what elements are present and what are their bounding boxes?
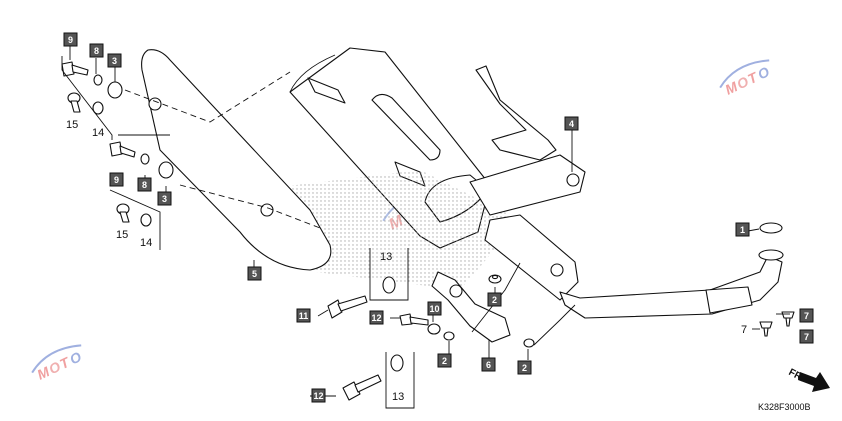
callout-number-10: 10 — [427, 301, 442, 316]
callout-label: 7 — [804, 332, 809, 342]
bolt-number-12-upper — [399, 313, 429, 326]
bolt-number-9-lower — [109, 141, 136, 158]
callout-number-3: 3 — [107, 53, 122, 68]
callout-number-4: 4 — [564, 116, 579, 131]
callout-label: 12 — [371, 313, 381, 323]
callout-number-8: 8 — [137, 177, 152, 192]
callout-number-2: 2 — [437, 353, 452, 368]
bolt-number-15-upper — [67, 92, 81, 113]
callout-label: 9 — [68, 35, 73, 45]
grommet-number-3-lower — [158, 161, 174, 179]
watermark-logo-top-right: M O T O — [719, 59, 772, 98]
exhaust-pipe — [484, 214, 784, 319]
collar-number-8-lower — [140, 153, 150, 165]
callout-label: 6 — [486, 360, 491, 370]
bolt-number-9-upper — [61, 61, 89, 77]
part-number-label-14: 14 — [140, 237, 152, 249]
callout-label: 2 — [492, 295, 497, 305]
collar-number-2-lower — [523, 338, 535, 348]
callout-label: 12 — [313, 391, 323, 401]
callout-number-2: 2 — [517, 360, 532, 375]
callout-number-9: 9 — [109, 172, 124, 187]
callout-label: 2 — [522, 363, 527, 373]
callout-label: 5 — [252, 269, 257, 279]
nut-number-10 — [427, 323, 441, 335]
callout-label: 8 — [142, 180, 147, 190]
callout-label: 3 — [112, 56, 117, 66]
clip-lower — [759, 321, 773, 337]
part-number-label-14: 14 — [92, 127, 104, 139]
part-number-label-13: 13 — [392, 391, 404, 403]
dashed-guide-lower — [179, 184, 321, 229]
collar-number-2-middle — [443, 331, 455, 341]
callout-label: 9 — [114, 175, 119, 185]
clip-upper — [781, 311, 795, 327]
callout-number-8: 8 — [89, 43, 104, 58]
callout-number-12: 12 — [311, 388, 326, 403]
pipe-bracket — [431, 271, 511, 343]
bolt-number-11 — [327, 295, 368, 319]
dashed-guide-upper — [124, 71, 291, 123]
heat-shield — [141, 49, 332, 271]
drawing-code: K328F3000B — [758, 402, 811, 412]
callout-label: 8 — [94, 46, 99, 56]
callout-label: 4 — [569, 119, 574, 129]
washer-number-13-lower — [390, 354, 404, 372]
callout-label: 7 — [804, 311, 809, 321]
callout-label: 10 — [429, 304, 439, 314]
gasket — [759, 222, 783, 234]
part-number-label-13: 13 — [380, 251, 392, 263]
part-number-label-15: 15 — [66, 119, 78, 131]
callout-number-3: 3 — [157, 191, 172, 206]
callout-number-2: 2 — [487, 292, 502, 307]
callout-label: 2 — [442, 356, 447, 366]
callout-number-12: 12 — [369, 310, 384, 325]
washer-number-13-upper — [382, 276, 396, 294]
callout-label: 1 — [740, 225, 745, 235]
bolt-number-15-lower — [116, 203, 130, 223]
collar-number-14-lower — [140, 213, 152, 227]
collar-number-8-upper — [93, 74, 103, 86]
watermark-logo-bottom-left: M O T O — [31, 344, 84, 383]
callout-number-7: 7 — [799, 329, 814, 344]
callout-number-1: 1 — [735, 222, 750, 237]
callout-number-7: 7 — [799, 308, 814, 323]
callout-number-9: 9 — [63, 32, 78, 47]
callout-number-6: 6 — [481, 357, 496, 372]
part-number-label-7: 7 — [741, 324, 747, 336]
collar-number-2-upper — [488, 274, 502, 284]
bolt-number-12-lower — [342, 374, 382, 401]
grommet-number-3-upper — [107, 81, 123, 99]
part-number-label-15: 15 — [116, 229, 128, 241]
callout-label: 11 — [299, 311, 309, 321]
callout-label: 3 — [162, 194, 167, 204]
collar-number-14-upper — [92, 101, 104, 115]
front-direction-arrow: FR. — [787, 367, 830, 392]
muffler-bracket-arm — [469, 65, 586, 216]
callout-number-11: 11 — [296, 308, 311, 323]
callout-number-5: 5 — [247, 266, 262, 281]
